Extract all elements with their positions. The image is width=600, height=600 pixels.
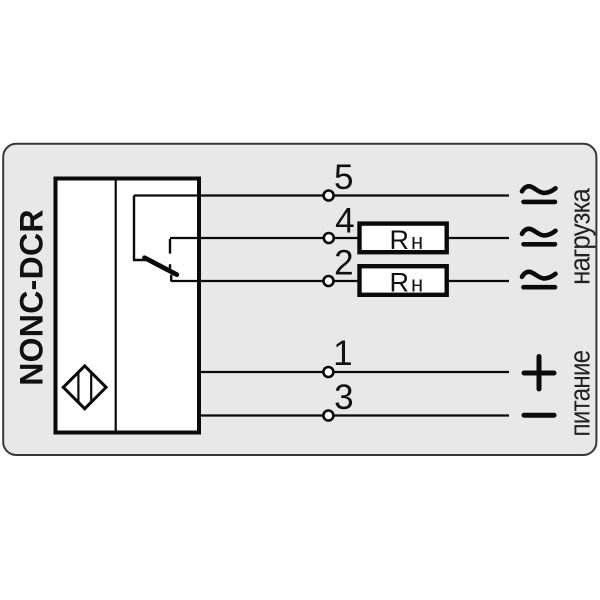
- svg-text:2: 2: [334, 244, 353, 283]
- svg-text:4: 4: [335, 202, 354, 241]
- svg-text:нагрузка: нагрузка: [563, 187, 595, 285]
- svg-text:питание: питание: [564, 350, 596, 436]
- svg-text:3: 3: [334, 378, 353, 417]
- svg-text:Rн: Rн: [390, 225, 424, 255]
- svg-text:Rн: Rн: [390, 268, 424, 298]
- svg-text:5: 5: [334, 158, 353, 197]
- svg-text:NONC-DCR: NONC-DCR: [14, 209, 50, 386]
- svg-text:1: 1: [333, 334, 352, 373]
